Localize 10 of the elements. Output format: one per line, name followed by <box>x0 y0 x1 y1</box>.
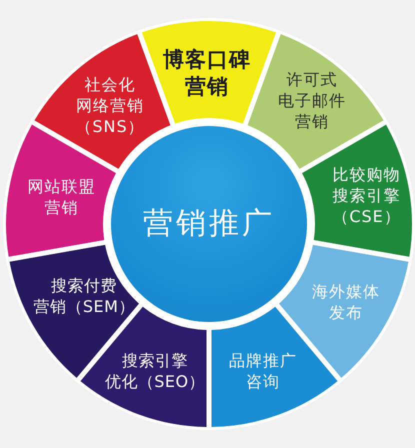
segment-label: 海外媒体发布 <box>312 282 380 324</box>
segment-label: 搜索引擎优化（SEO） <box>104 352 206 394</box>
segment-label: 博客口碑营销 <box>163 46 251 101</box>
center-title: 营销推广 <box>143 206 275 242</box>
segment-label: 社会化网络营销（SNS） <box>75 74 145 138</box>
segment-label: 品牌推广咨询 <box>229 352 298 394</box>
segment-label: 许可式电子邮件营销 <box>278 70 346 133</box>
segment-label: 搜索付费营销（SEM） <box>33 276 135 318</box>
segment-label: 比较购物搜索引擎（CSE） <box>332 165 401 228</box>
segment-label: 网站联盟营销 <box>27 177 96 219</box>
